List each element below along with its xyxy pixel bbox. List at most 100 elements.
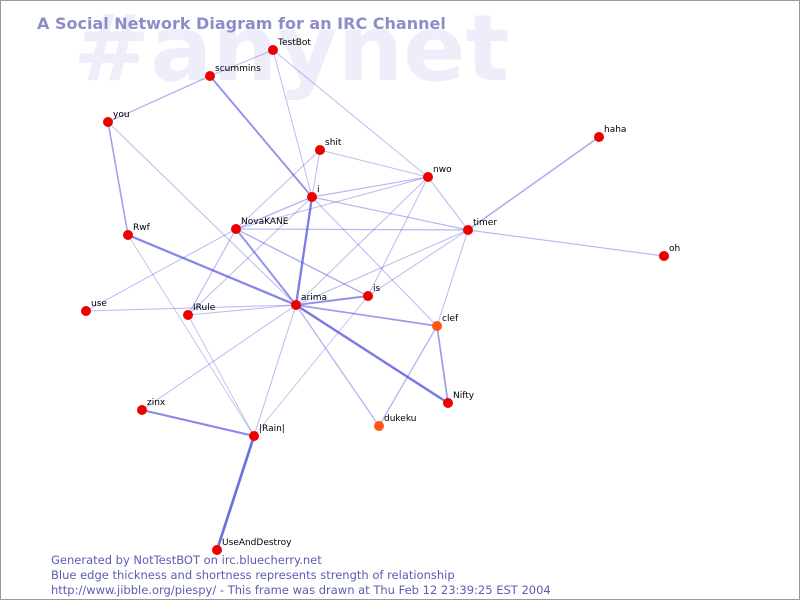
footer: Generated by NotTestBOT on irc.bluecherr… — [51, 553, 551, 598]
node-dot — [183, 310, 193, 320]
node-dot — [374, 421, 384, 431]
edge — [295, 295, 369, 306]
footer-url-timestamp: http://www.jibble.org/piespy/ - This fra… — [51, 583, 551, 597]
node-dot — [432, 321, 442, 331]
node: Nifty — [443, 391, 475, 408]
node-dot — [249, 431, 259, 441]
node-label: shit — [325, 138, 342, 148]
edge — [436, 229, 469, 327]
edge — [235, 176, 429, 230]
node-dot — [123, 230, 133, 240]
node-label: i — [317, 185, 320, 195]
node-label: TestBot — [277, 38, 311, 48]
node-label: oh — [669, 244, 680, 254]
edge — [235, 196, 313, 230]
edge — [187, 314, 255, 437]
edge — [467, 136, 600, 231]
node: arima — [291, 293, 327, 310]
node-dot — [137, 405, 147, 415]
edge — [311, 176, 429, 198]
node-dot — [463, 225, 473, 235]
node: i — [307, 185, 320, 202]
node: TestBot — [268, 38, 311, 55]
node-label: clef — [442, 314, 459, 324]
node: IRule — [183, 303, 216, 320]
edge — [295, 229, 469, 306]
edge — [235, 228, 469, 231]
edge — [141, 304, 297, 411]
node-label: NovaKANE — [241, 217, 289, 227]
node-label: zinx — [147, 398, 166, 408]
edge — [311, 196, 469, 231]
edge — [209, 75, 313, 198]
channel-watermark: #anynet — [73, 0, 510, 102]
node-label: nwo — [433, 165, 452, 175]
node: |Rain| — [249, 424, 285, 441]
node-dot — [291, 300, 301, 310]
edge — [253, 304, 297, 437]
edge — [235, 228, 297, 306]
edge — [127, 233, 297, 307]
edge — [127, 234, 255, 437]
node: scummins — [205, 64, 261, 81]
node: clef — [432, 314, 459, 331]
edge — [85, 228, 237, 312]
footer-legend-note: Blue edge thickness and shortness repres… — [51, 568, 455, 582]
footer-generated-by: Generated by NotTestBOT on irc.bluecherr… — [51, 553, 322, 567]
edge — [235, 228, 369, 297]
edge — [141, 408, 255, 438]
edge — [253, 295, 369, 437]
node-label: UseAndDestroy — [222, 538, 292, 548]
node-label: you — [113, 110, 130, 120]
node-label: |Rain| — [259, 424, 285, 434]
edge — [235, 149, 321, 230]
edge — [367, 229, 469, 297]
node-label: arima — [301, 293, 327, 303]
node: is — [363, 284, 381, 301]
edge — [311, 149, 321, 198]
node-dot — [594, 132, 604, 142]
node-label: scummins — [215, 64, 261, 74]
node: oh — [659, 244, 680, 261]
node: nwo — [423, 165, 452, 182]
node-label: Rwf — [133, 223, 151, 233]
edge — [319, 149, 429, 178]
node-dot — [212, 545, 222, 555]
node-dot — [205, 71, 215, 81]
edge — [367, 176, 429, 297]
edge — [295, 304, 380, 427]
edge — [272, 49, 429, 178]
node-label: dukeku — [384, 414, 416, 424]
edge — [107, 121, 129, 236]
node-dot — [315, 145, 325, 155]
edge — [85, 304, 297, 312]
edge — [294, 196, 314, 306]
edge — [295, 304, 438, 327]
edge — [295, 303, 449, 405]
node: dukeku — [374, 414, 416, 431]
node-label: haha — [604, 125, 626, 135]
node: NovaKANE — [231, 217, 289, 234]
node-dot — [307, 192, 317, 202]
edge — [427, 176, 469, 231]
node-dot — [81, 306, 91, 316]
edge — [311, 196, 438, 327]
node: timer — [463, 218, 497, 235]
node-label: is — [373, 284, 381, 294]
edge — [295, 176, 429, 306]
node-dot — [423, 172, 433, 182]
node-label: IRule — [193, 303, 216, 313]
node: use — [81, 299, 107, 316]
edge — [107, 75, 211, 123]
edge — [467, 229, 665, 257]
node-label: timer — [473, 218, 497, 228]
edge — [215, 435, 256, 551]
node-dot — [659, 251, 669, 261]
node-dot — [103, 117, 113, 127]
node: UseAndDestroy — [212, 538, 292, 555]
node-dot — [231, 224, 241, 234]
node-dot — [268, 45, 278, 55]
